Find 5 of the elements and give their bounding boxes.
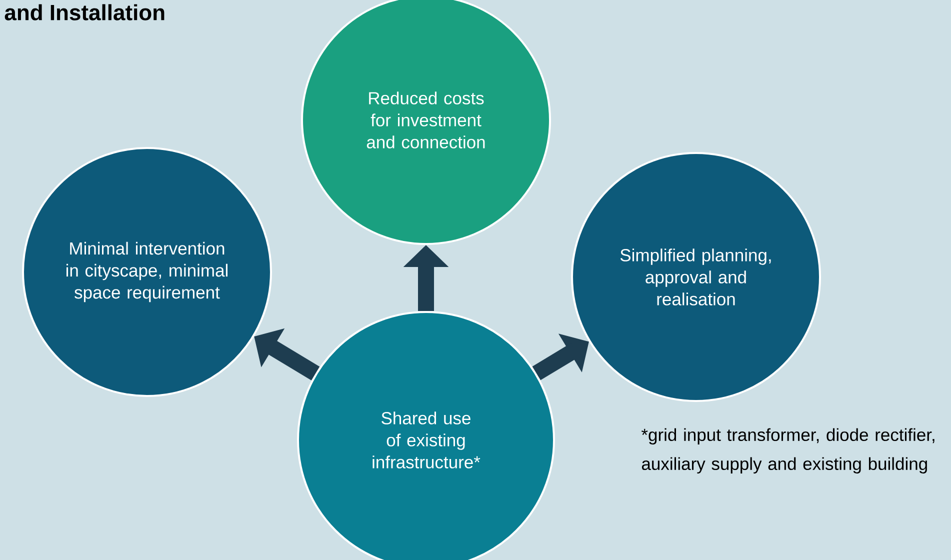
title: and Installation <box>4 4 164 20</box>
circle-node: Shared use of existing infrastructure* <box>297 311 555 560</box>
circle-node: Minimal intervention in cityscape, minimal space requirement <box>22 147 272 397</box>
footnote: *grid input transformer, diode rectifier, auxiliary supply and existing building <box>642 428 934 474</box>
circle-node: Simplified planning, approval and realisation <box>571 152 821 402</box>
